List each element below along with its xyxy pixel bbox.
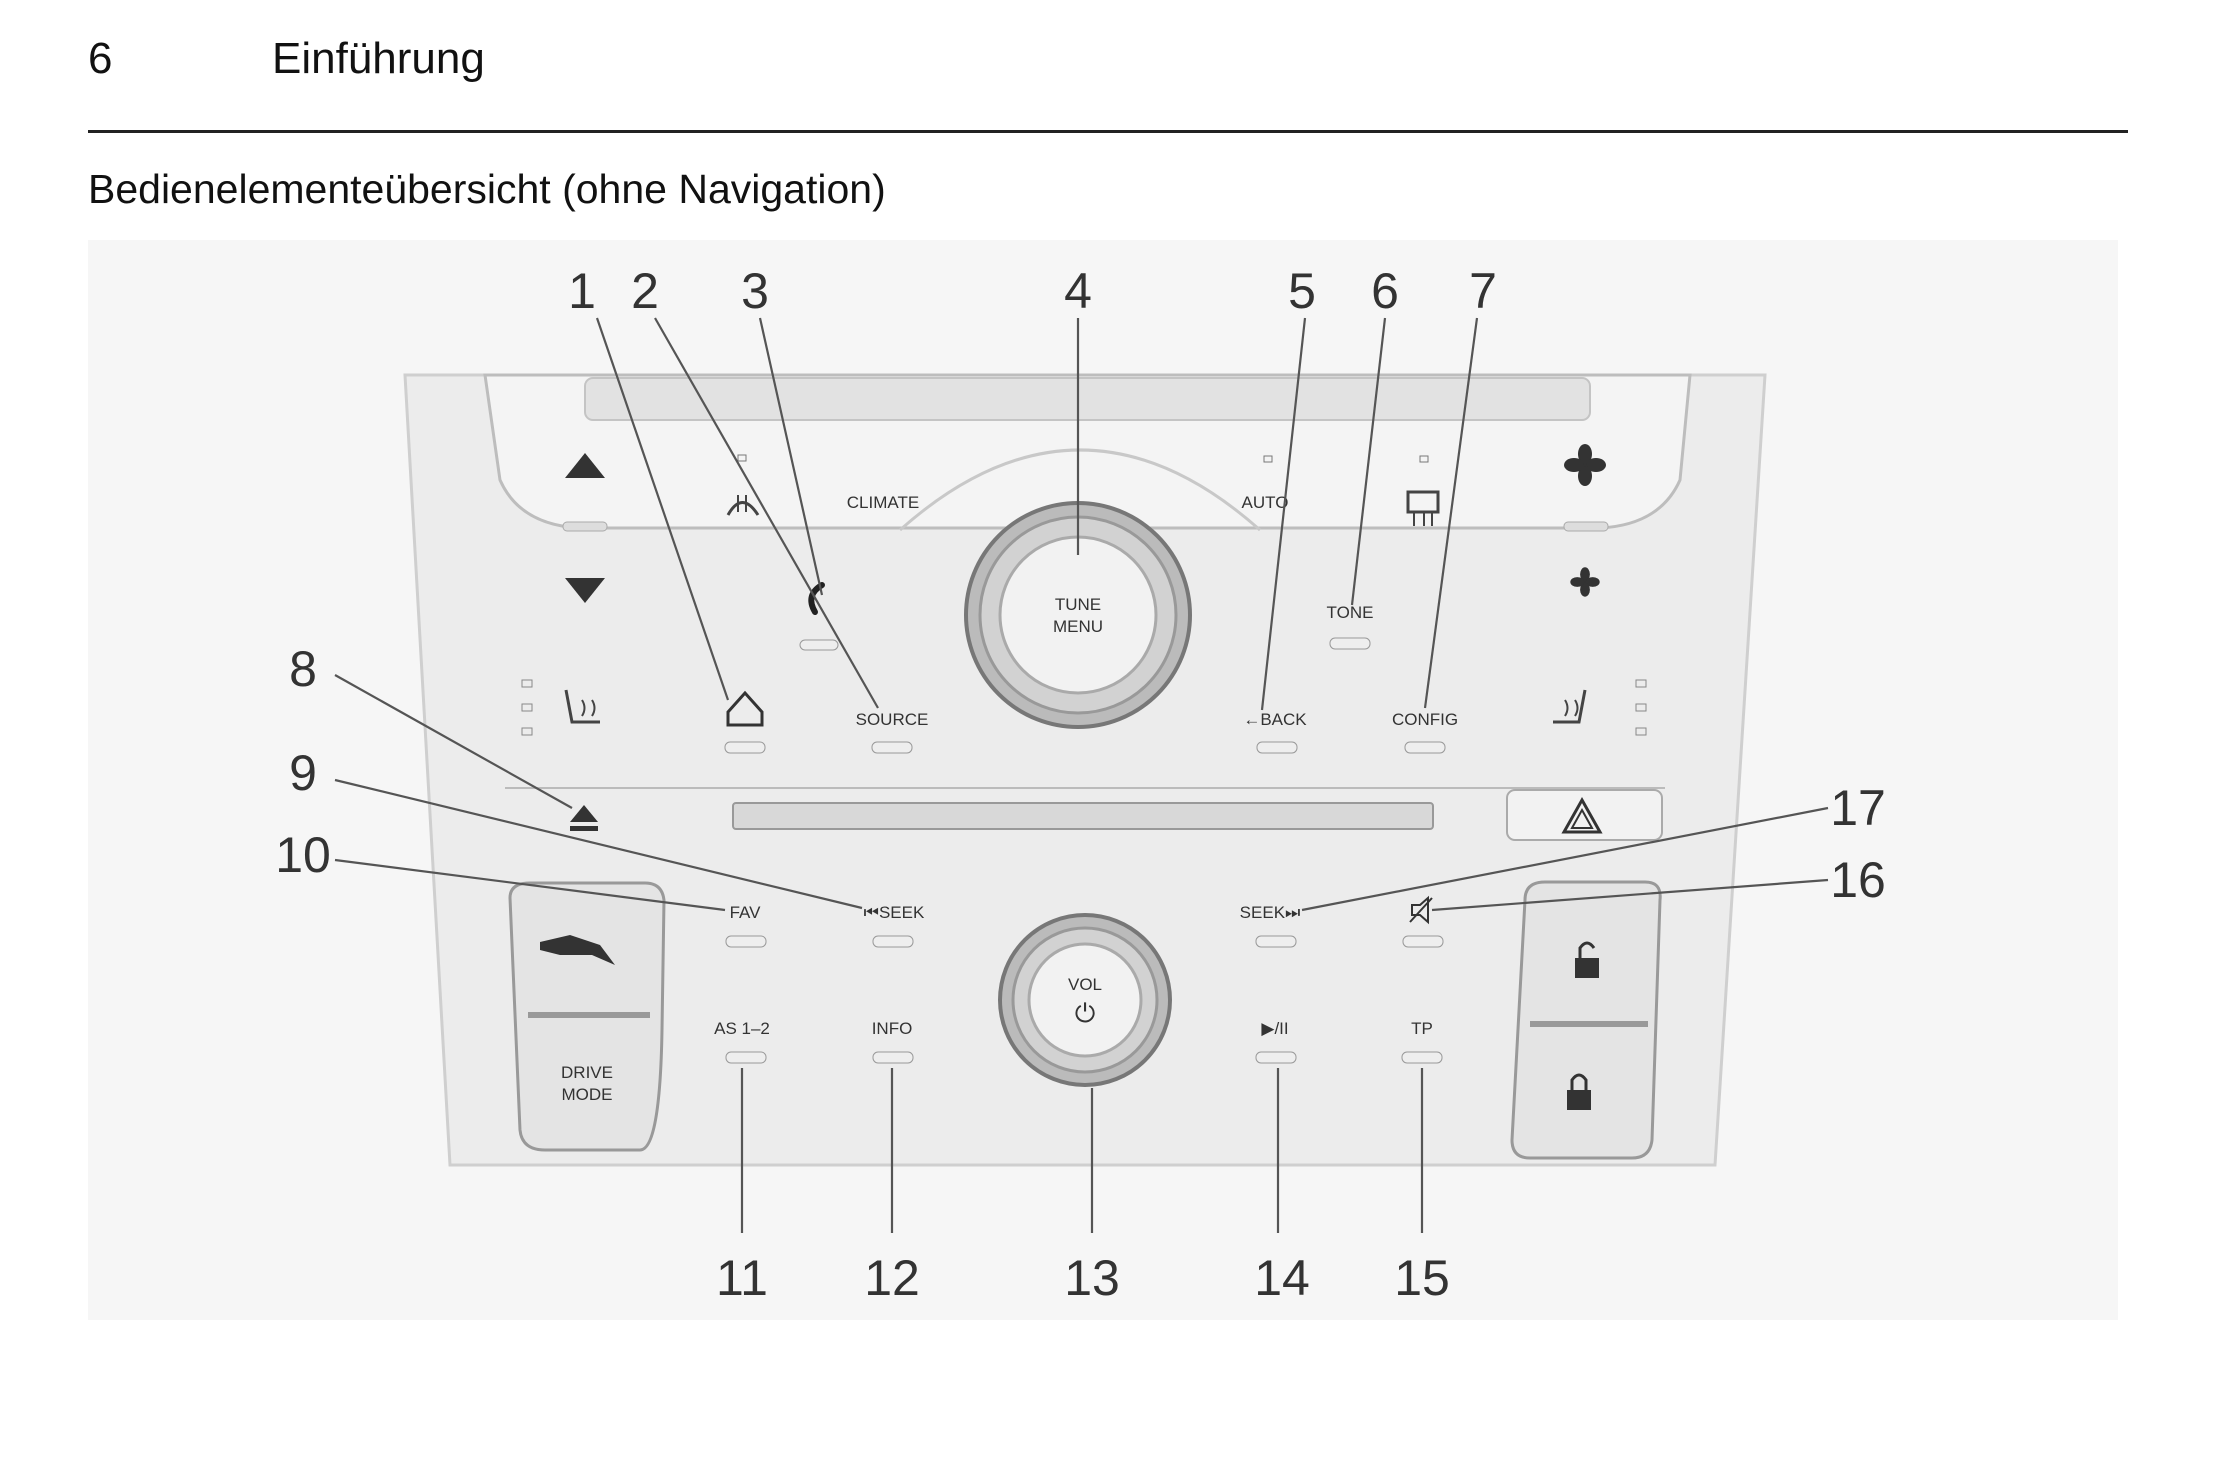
fan-indicator (1563, 521, 1609, 532)
mode-label: MODE (562, 1085, 613, 1104)
display-screen-edge (584, 377, 1591, 421)
source-label: SOURCE (856, 710, 929, 729)
callout-8: 8 (289, 641, 317, 697)
seek-fwd-button[interactable] (1255, 935, 1297, 948)
seek-back-button[interactable] (872, 935, 914, 948)
fav-button[interactable] (725, 935, 767, 948)
eject-icon[interactable] (570, 805, 598, 831)
seek-back-label: ⏮SEEK (864, 903, 925, 922)
config-label: CONFIG (1392, 710, 1458, 729)
heated-seat-icon[interactable] (521, 679, 600, 736)
callout-1: 1 (568, 263, 596, 319)
callout-6: 6 (1371, 263, 1399, 319)
seek-fwd-label: SEEK⏭ (1240, 903, 1301, 922)
lock-icon[interactable] (1567, 1073, 1591, 1110)
callout-17: 17 (1830, 780, 1886, 836)
play-pause-label: ▶/II (1261, 1019, 1288, 1038)
climate-arch (899, 448, 1261, 532)
back-button[interactable] (1256, 741, 1298, 754)
chapter-title: Einführung (272, 34, 485, 83)
rear-defrost-icon[interactable] (1406, 455, 1440, 526)
as-label: AS 1–2 (714, 1019, 770, 1038)
callout-3: 3 (741, 263, 769, 319)
back-label: ←BACK (1243, 710, 1307, 729)
up-triangle-icon[interactable] (565, 453, 605, 478)
unlock-icon[interactable] (1575, 941, 1599, 978)
temp-indicator (562, 521, 608, 532)
callout-15: 15 (1394, 1250, 1450, 1306)
tp-button[interactable] (1401, 1051, 1443, 1064)
auto-label[interactable]: AUTO (1242, 493, 1289, 512)
auto-indicator (1263, 455, 1273, 463)
as-button[interactable] (725, 1051, 767, 1064)
tp-label: TP (1411, 1019, 1433, 1038)
header-rule (88, 130, 2128, 133)
config-button[interactable] (1404, 741, 1446, 754)
drive-label: DRIVE (561, 1063, 613, 1082)
fan-icon[interactable] (1570, 567, 1600, 597)
tone-button[interactable] (1329, 637, 1371, 650)
front-defrost-icon[interactable] (726, 454, 760, 516)
power-icon: ⏻ (1075, 998, 1096, 1028)
callout-4: 4 (1064, 263, 1092, 319)
callout-13: 13 (1064, 1250, 1120, 1306)
vol-label: VOL (1068, 975, 1102, 994)
mute-icon[interactable] (1402, 895, 1444, 948)
callout-5: 5 (1288, 263, 1316, 319)
section-title: Bedienelementeübersicht (ohne Navigation… (88, 166, 886, 212)
menu-label: MENU (1053, 617, 1103, 636)
climate-label[interactable]: CLIMATE (847, 493, 919, 512)
callout-10: 10 (275, 827, 331, 883)
callout-11: 11 (716, 1250, 768, 1306)
page-number: 6 (88, 34, 113, 83)
drive-mode-button[interactable]: DRIVE MODE (508, 881, 666, 1152)
callout-16: 16 (1830, 852, 1886, 908)
home-icon[interactable] (724, 690, 766, 754)
cd-slot[interactable] (732, 802, 1434, 830)
drive-mode-logo-icon (540, 935, 615, 965)
callout-9: 9 (289, 745, 317, 801)
callout-7: 7 (1469, 263, 1497, 319)
heated-seat-icon[interactable] (1553, 679, 1647, 736)
door-lock-buttons (1510, 880, 1662, 1160)
callout-14: 14 (1254, 1250, 1310, 1306)
source-button[interactable] (871, 741, 913, 754)
play-pause-button[interactable] (1255, 1051, 1297, 1064)
callout-12: 12 (864, 1250, 920, 1306)
tone-label: TONE (1327, 603, 1374, 622)
volume-power-knob[interactable]: VOL ⏻ (998, 913, 1172, 1087)
tune-label: TUNE (1055, 595, 1101, 614)
hazard-warning-icon[interactable] (1506, 789, 1663, 841)
info-button[interactable] (872, 1051, 914, 1064)
tune-menu-knob[interactable]: TUNE MENU (964, 501, 1192, 729)
down-triangle-icon[interactable] (565, 578, 605, 603)
callout-2: 2 (631, 263, 659, 319)
fav-label: FAV (730, 903, 762, 922)
callout-lines (334, 317, 1829, 1233)
info-label: INFO (872, 1019, 913, 1038)
fan-icon[interactable] (1564, 444, 1606, 486)
